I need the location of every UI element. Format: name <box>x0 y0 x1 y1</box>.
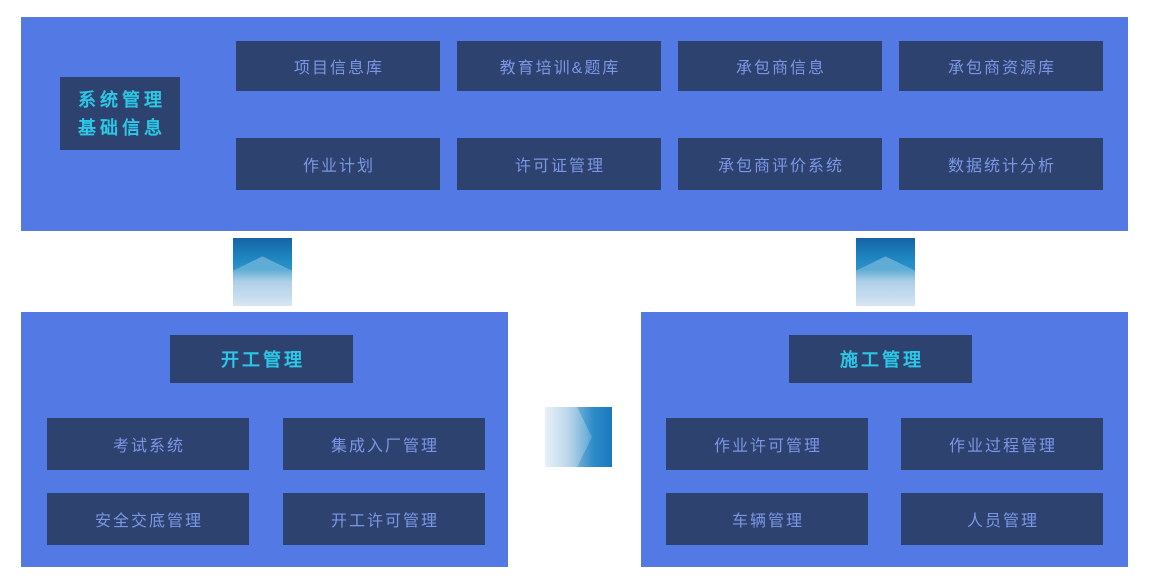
module-license-management[interactable]: 许可证管理 <box>457 138 661 190</box>
module-integrated-entry-management[interactable]: 集成入厂管理 <box>283 418 485 470</box>
construction-management-panel: 施工管理 作业许可管理 作业过程管理 车辆管理 人员管理 <box>641 312 1128 567</box>
system-management-basic-info-label: 系统管理 基础信息 <box>60 77 180 150</box>
module-exam-system[interactable]: 考试系统 <box>47 418 249 470</box>
arrow-connector-right-icon <box>856 238 915 306</box>
module-safety-briefing-management[interactable]: 安全交底管理 <box>47 493 249 545</box>
start-work-management-panel: 开工管理 考试系统 集成入厂管理 安全交底管理 开工许可管理 <box>21 312 508 567</box>
system-management-panel: 系统管理 基础信息 项目信息库 教育培训&题库 承包商信息 承包商资源库 作业计… <box>21 17 1128 231</box>
module-project-info-library[interactable]: 项目信息库 <box>236 41 440 91</box>
module-work-start-permit-management[interactable]: 开工许可管理 <box>283 493 485 545</box>
system-management-label-line2: 基础信息 <box>78 117 166 138</box>
module-work-process-management[interactable]: 作业过程管理 <box>901 418 1103 470</box>
construction-module-grid: 作业许可管理 作业过程管理 车辆管理 人员管理 <box>666 418 1103 545</box>
module-personnel-management[interactable]: 人员管理 <box>901 493 1103 545</box>
module-contractor-evaluation-system[interactable]: 承包商评价系统 <box>678 138 882 190</box>
module-contractor-info[interactable]: 承包商信息 <box>678 41 882 91</box>
module-contractor-resource-library[interactable]: 承包商资源库 <box>899 41 1103 91</box>
system-management-label-line1: 系统管理 <box>78 89 166 110</box>
module-work-plan[interactable]: 作业计划 <box>236 138 440 190</box>
arrow-connector-middle-icon <box>545 407 612 467</box>
module-education-training-question-bank[interactable]: 教育培训&题库 <box>457 41 661 91</box>
start-work-module-grid: 考试系统 集成入厂管理 安全交底管理 开工许可管理 <box>47 418 485 545</box>
module-vehicle-management[interactable]: 车辆管理 <box>666 493 868 545</box>
module-work-permit-management[interactable]: 作业许可管理 <box>666 418 868 470</box>
system-management-module-grid: 项目信息库 教育培训&题库 承包商信息 承包商资源库 作业计划 许可证管理 承包… <box>236 41 1103 190</box>
module-data-statistics-analysis[interactable]: 数据统计分析 <box>899 138 1103 190</box>
arrow-connector-left-icon <box>233 238 292 306</box>
start-work-management-title: 开工管理 <box>170 335 353 383</box>
construction-management-title: 施工管理 <box>789 335 972 383</box>
